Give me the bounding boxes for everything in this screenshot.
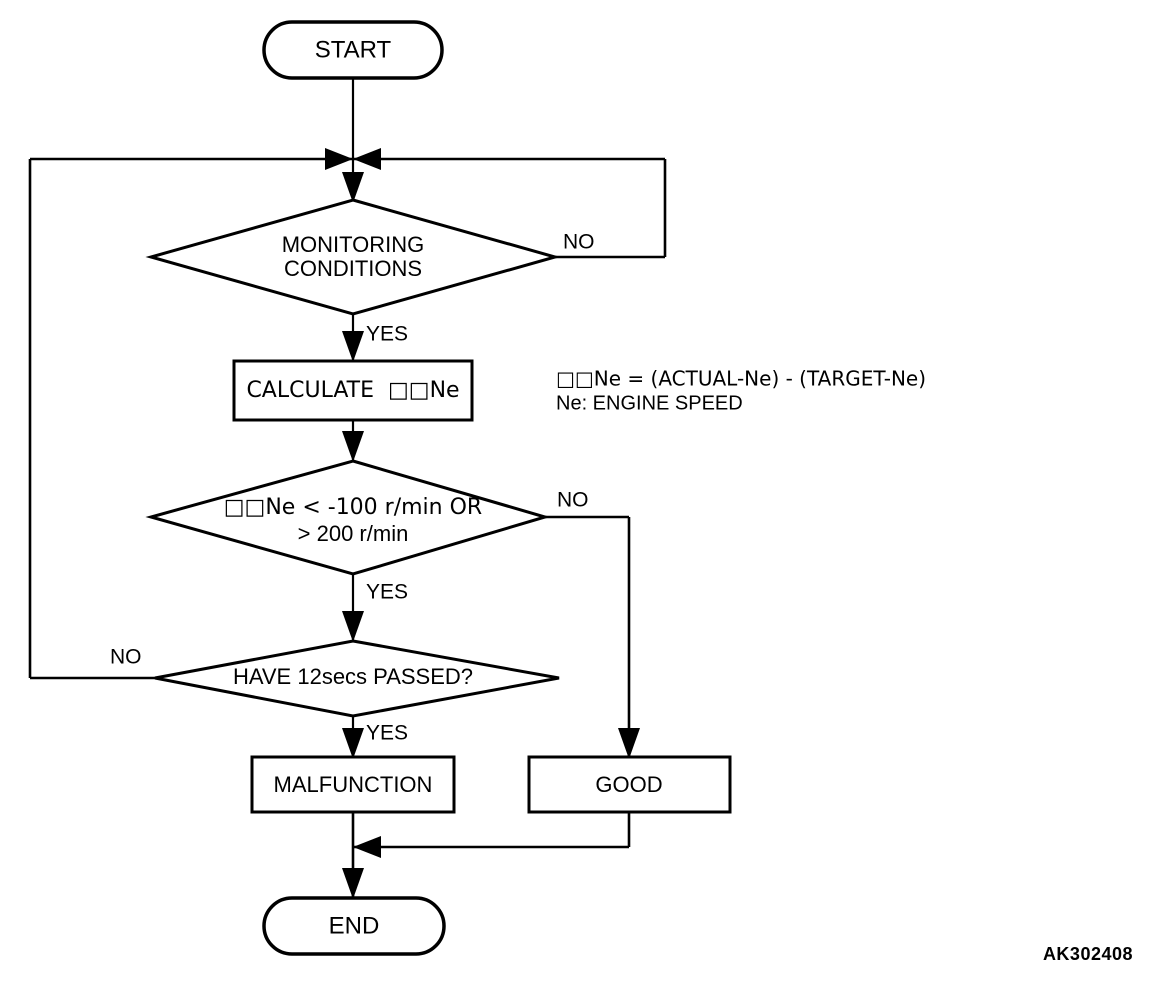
- node-timer-check[interactable]: [154, 639, 560, 718]
- figure-code: AK302408: [1043, 944, 1133, 964]
- arrow-into-malfunction: [342, 728, 364, 759]
- branch-label-timer-yes: YES: [366, 722, 408, 745]
- node-end-label: END: [329, 912, 380, 939]
- arrow-into-monitoring: [342, 172, 364, 203]
- note-line-1: □□Ne = (ACTUAL-Ne) - (TARGET-Ne): [556, 367, 926, 391]
- branch-label-threshold-yes: YES: [366, 581, 408, 604]
- arrow-into-end: [342, 868, 364, 899]
- arrow-left-loop-into-junction: [325, 148, 353, 170]
- branch-label-monitoring-yes: YES: [366, 323, 408, 346]
- node-good-label: GOOD: [595, 772, 662, 797]
- arrow-right-loop-into-junction: [353, 148, 381, 170]
- node-calculate[interactable]: [232, 359, 474, 422]
- node-threshold-label-line1: □□Ne < -100 r/min OR: [224, 495, 482, 520]
- node-start-label: START: [315, 36, 392, 63]
- branch-label-monitoring-no: NO: [563, 231, 595, 254]
- node-calculate-label: CALCULATE □□Ne: [246, 378, 459, 403]
- node-threshold-label-line2: > 200 r/min: [298, 521, 409, 546]
- node-timer-label: HAVE 12secs PASSED?: [233, 664, 473, 689]
- branch-label-timer-no: NO: [110, 646, 142, 669]
- node-malfunction-label: MALFUNCTION: [274, 772, 433, 797]
- arrow-good-into-merge: [353, 836, 381, 858]
- note-line-2: Ne: ENGINE SPEED: [556, 392, 743, 414]
- node-good[interactable]: [527, 755, 732, 814]
- node-threshold-check[interactable]: [145, 459, 551, 576]
- node-start[interactable]: [262, 20, 444, 80]
- branch-label-threshold-no: NO: [557, 489, 589, 512]
- arrow-into-threshold: [342, 431, 364, 462]
- arrow-into-timer: [342, 611, 364, 642]
- node-monitoring-label-line1: MONITORING: [282, 232, 425, 257]
- arrow-into-calculate: [342, 331, 364, 362]
- node-monitoring-conditions[interactable]: [145, 198, 561, 316]
- node-end[interactable]: [262, 896, 446, 956]
- node-monitoring-label-line2: CONDITIONS: [284, 256, 422, 281]
- node-malfunction[interactable]: [250, 755, 456, 814]
- arrow-into-good: [618, 728, 640, 759]
